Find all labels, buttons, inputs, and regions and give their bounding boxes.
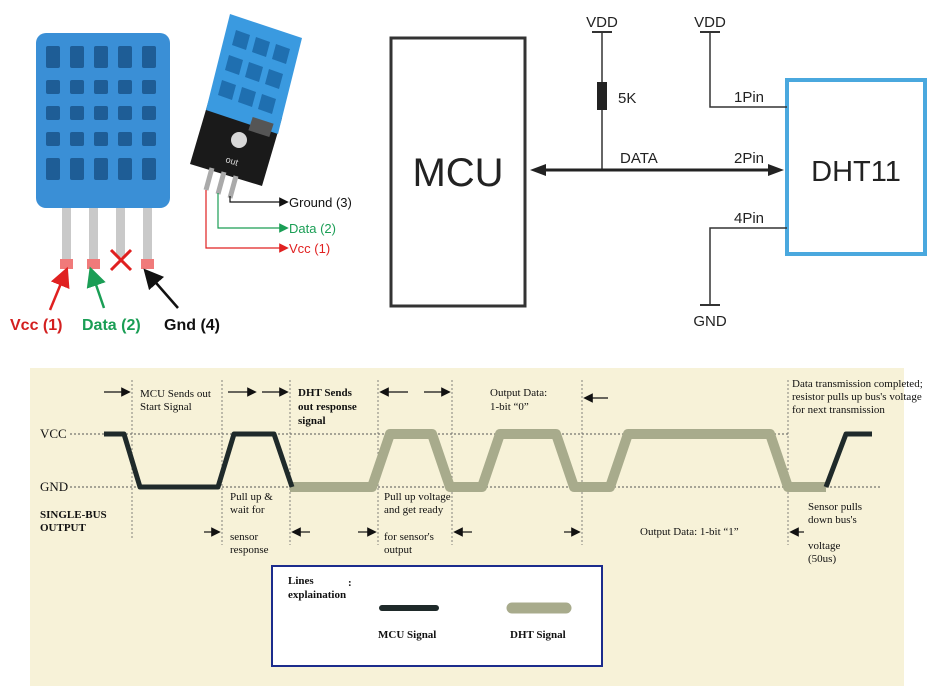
legend-mcu-label: MCU Signal xyxy=(378,629,436,641)
sensor-body xyxy=(36,33,170,208)
module-led-icon xyxy=(231,132,247,148)
sensor-pin-2 xyxy=(89,205,98,265)
circuit-diagram xyxy=(389,31,927,308)
pin1-label: 1Pin xyxy=(734,89,764,106)
sensor-grille xyxy=(46,46,156,180)
resistor-5k xyxy=(597,82,607,110)
sensor-pulls-label-4: (50us) xyxy=(808,553,836,565)
timing-arrows-top xyxy=(104,387,608,403)
single-bus-label-2: OUTPUT xyxy=(40,522,87,534)
data-line-label: DATA xyxy=(620,150,658,167)
module-data-label: Data (2) xyxy=(289,221,336,236)
ready-label-4: output xyxy=(384,544,412,556)
dht11-label: DHT11 xyxy=(811,156,901,188)
vdd-left-label: VDD xyxy=(586,14,618,31)
dht11-sensor-illustration xyxy=(36,33,179,311)
module-ground-line xyxy=(229,196,289,207)
pullup-label-1: Pull up & xyxy=(230,491,273,503)
ready-label-2: and get ready xyxy=(384,504,444,516)
module-sensor-grille xyxy=(218,30,290,114)
sensor-pin-2-tip xyxy=(87,259,100,269)
dht11-module-illustration: out xyxy=(190,14,302,253)
sensor-pulls-label-3: voltage xyxy=(808,540,840,552)
dht-response-label-3: signal xyxy=(298,415,326,427)
complete-label-1: Data transmission completed; xyxy=(792,378,923,390)
output-one-label: Output Data: 1-bit “1” xyxy=(640,526,739,538)
module-pin-3 xyxy=(227,175,239,199)
pin2-label: 2Pin xyxy=(734,150,764,167)
data-arrow xyxy=(86,266,106,309)
single-bus-label-1: SINGLE-BUS xyxy=(40,509,107,521)
output-zero-label-1: Output Data: xyxy=(490,387,547,399)
module-pin-1 xyxy=(203,167,215,191)
pullup-label-4: response xyxy=(230,544,269,556)
ready-label-1: Pull up voltage xyxy=(384,491,451,503)
sensor-pin-1 xyxy=(62,205,71,265)
output-zero-label-2: 1-bit “0” xyxy=(490,401,529,413)
pin4-label: 4Pin xyxy=(734,210,764,227)
mcu-start-label-2: Start Signal xyxy=(140,401,192,413)
sensor-pin-4 xyxy=(143,205,152,265)
resistor-label: 5K xyxy=(618,90,636,107)
vcc-arrow xyxy=(48,266,70,311)
gnd-arrow xyxy=(143,268,179,309)
vdd-right-label: VDD xyxy=(694,14,726,31)
dht-response-label-2: out response xyxy=(298,401,357,413)
ready-label-3: for sensor's xyxy=(384,531,434,543)
legend-dht-label: DHT Signal xyxy=(510,629,566,641)
mcu-label: MCU xyxy=(412,151,503,195)
dht-signal-waveform xyxy=(290,429,826,492)
mcu-signal-waveform xyxy=(104,431,295,490)
module-board-label: out xyxy=(224,154,239,168)
legend-colon: : xyxy=(348,577,352,589)
module-pin-2 xyxy=(215,171,227,195)
pullup-label-2: wait for xyxy=(230,504,265,516)
sensor-pin-3 xyxy=(116,205,125,257)
sensor-pulls-label-2: down bus's xyxy=(808,514,857,526)
gnd-wire xyxy=(709,227,787,305)
data-bus-arrow-right xyxy=(768,164,784,176)
complete-label-3: for next transmission xyxy=(792,404,885,416)
sensor-data-label: Data (2) xyxy=(82,317,141,334)
vdd-right-wire xyxy=(709,32,787,108)
legend-title-1: Lines xyxy=(288,575,314,587)
module-chip xyxy=(248,116,274,138)
data-bus-arrow-left xyxy=(530,164,546,176)
not-connected-x-icon xyxy=(109,248,133,272)
dht-response-label-1: DHT Sends xyxy=(298,387,353,399)
dht11-box xyxy=(785,78,927,256)
sensor-pin-1-tip xyxy=(60,259,73,269)
timing-vcc-label: VCC xyxy=(40,426,67,441)
complete-label-2: resistor pulls up bus's voltage xyxy=(792,391,922,403)
legend-box xyxy=(271,565,603,667)
gnd-label: GND xyxy=(693,313,727,330)
mcu-start-label-1: MCU Sends out xyxy=(140,388,211,400)
sensor-pin-4-tip xyxy=(141,259,154,269)
sensor-gnd-label: Gnd (4) xyxy=(164,317,220,334)
timing-gnd-label: GND xyxy=(40,479,68,494)
module-ground-label: Ground (3) xyxy=(289,195,352,210)
mcu-box xyxy=(389,36,527,308)
module-data-line xyxy=(217,193,289,233)
module-vcc-line xyxy=(205,190,289,253)
mcu-signal-release xyxy=(823,431,872,488)
sensor-vcc-label: Vcc (1) xyxy=(10,317,62,334)
sensor-pulls-label-1: Sensor pulls xyxy=(808,501,862,513)
module-vcc-label: Vcc (1) xyxy=(289,241,330,256)
legend-title-2: explaination xyxy=(288,589,346,601)
pullup-label-3: sensor xyxy=(230,531,258,543)
